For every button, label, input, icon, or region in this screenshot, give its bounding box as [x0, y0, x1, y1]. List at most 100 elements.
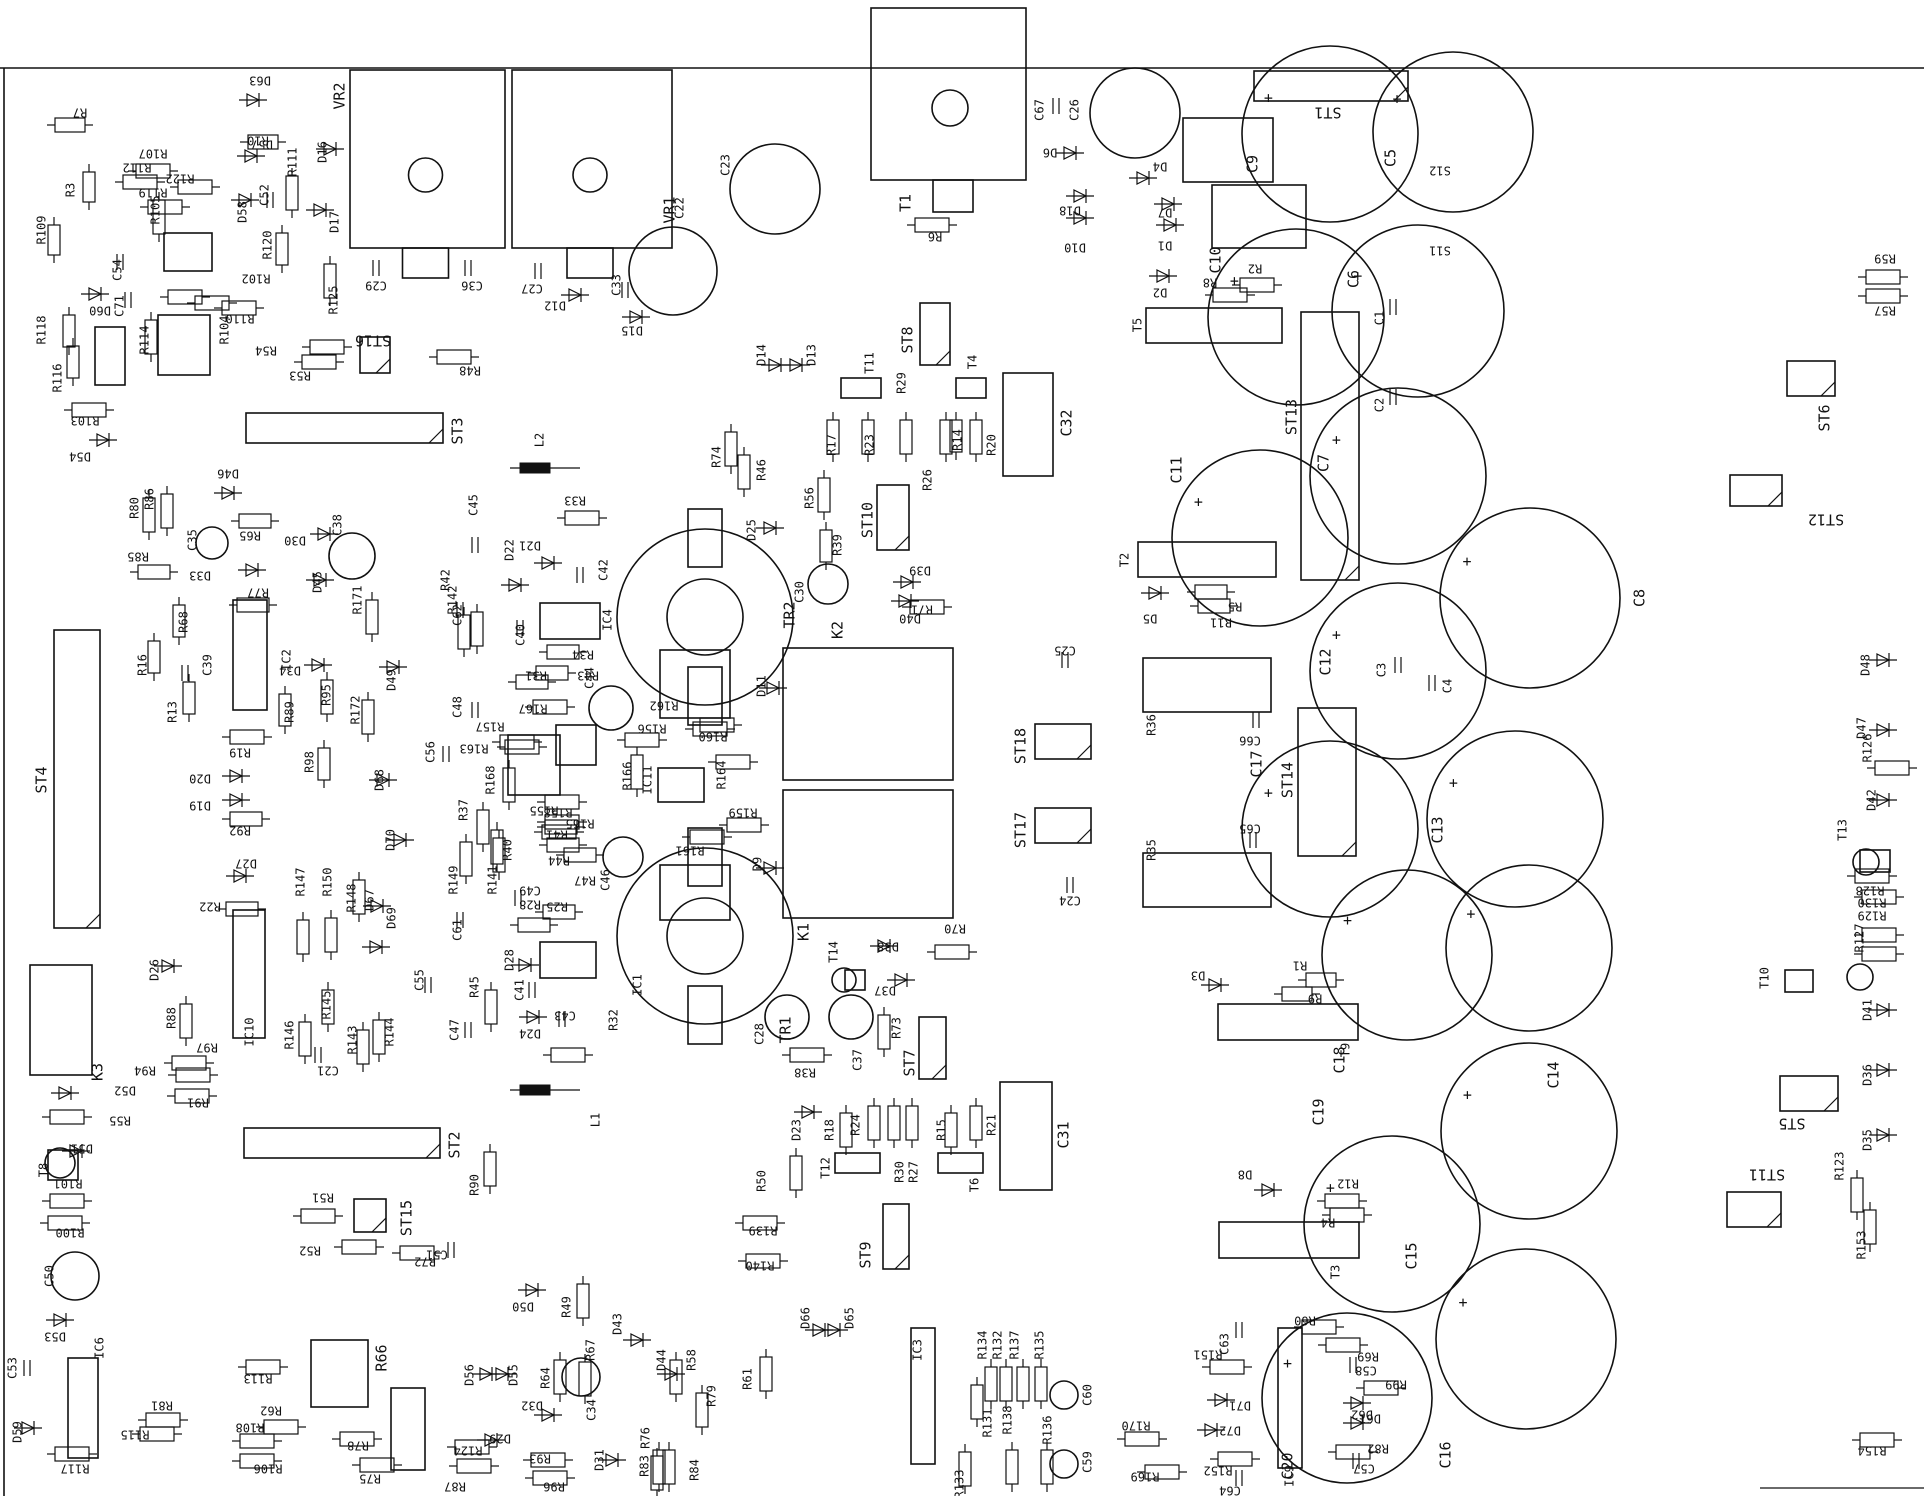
diode-d32: [534, 1408, 562, 1422]
label-t1: T1: [897, 194, 915, 212]
resistor-r161: [689, 829, 725, 845]
label-d23: D23: [790, 1119, 804, 1141]
resistor-r51: [300, 1208, 336, 1224]
label-r114: R114: [138, 326, 152, 355]
label-r7: R7: [73, 106, 87, 120]
label-r27: R27: [907, 1161, 921, 1183]
label-d4: D4: [1153, 160, 1167, 174]
label-d61: D61: [1359, 1412, 1381, 1426]
resistor-r108: [239, 1433, 275, 1449]
label-r16: R16: [136, 654, 150, 676]
label-r143: R143: [346, 1026, 360, 1055]
label-d45: D45: [311, 571, 325, 593]
label-r43: R43: [577, 669, 599, 683]
capacitor-c67: [1052, 98, 1060, 114]
label-r131: R131: [981, 1409, 995, 1438]
label-r113: R113: [244, 1372, 273, 1386]
polarity-plus: +: [1194, 493, 1203, 511]
label-r150: R150: [321, 868, 335, 897]
label-d46: D46: [217, 467, 239, 481]
label-r96: R96: [543, 1480, 565, 1494]
module-block: [163, 232, 213, 272]
polarity-plus: +: [1458, 1294, 1467, 1312]
label-r132: R132: [991, 1331, 1005, 1360]
label-r60: R60: [1294, 1314, 1316, 1328]
label-r119: R119: [139, 186, 168, 200]
label-c47: C47: [448, 1019, 462, 1041]
label-t11: T11: [863, 352, 877, 374]
label-r94: R94: [134, 1064, 156, 1078]
resistor-r170: [1124, 1431, 1160, 1447]
label-r128: R128: [1856, 884, 1885, 898]
connector-st7: [918, 1016, 947, 1080]
capacitor-c2: [1389, 389, 1397, 405]
resistor-r90: [483, 1151, 497, 1187]
label-st1: ST1: [1314, 104, 1341, 122]
resistor-r126: [1874, 760, 1910, 776]
label-d37: D37: [874, 984, 896, 998]
diode-d27: [226, 869, 254, 883]
diode-d33: [238, 563, 266, 577]
transformer-t5: [1145, 307, 1283, 344]
diode-d30: [310, 527, 338, 541]
label-r142: R142: [446, 586, 460, 615]
diode-d71: [1207, 1393, 1235, 1407]
resistor-r88: [179, 1003, 193, 1039]
label-ic4: IC4: [601, 609, 615, 631]
label-c33: C33: [610, 274, 624, 296]
resistor-r64: [553, 1359, 567, 1395]
resistor-r1: [1305, 972, 1337, 988]
diode-d4: [1129, 171, 1157, 185]
label-c6: C6: [1345, 270, 1363, 288]
label-r106: R106: [254, 1462, 283, 1476]
label-d72: D72: [1219, 1424, 1241, 1438]
label-k2: K2: [829, 621, 847, 639]
label-c7: C7: [1315, 454, 1333, 472]
diode-d56: [472, 1367, 500, 1381]
diode-d67: [363, 899, 391, 913]
resistor-r123: [1850, 1177, 1864, 1213]
label-c48: C48: [451, 696, 465, 718]
label-c23: C23: [719, 154, 733, 176]
label-d28: D28: [503, 949, 517, 971]
capacitor-c25: [1061, 652, 1069, 668]
diode-d36: [1869, 1063, 1897, 1077]
label-c5: C5: [1382, 149, 1400, 167]
diode-d1: [1156, 218, 1184, 232]
capacitor-c66: [1252, 712, 1260, 728]
label-r122: R122: [166, 172, 195, 186]
capacitor-c37: [828, 994, 874, 1040]
label-c10: C10: [1207, 246, 1225, 273]
label-c29: C29: [365, 279, 387, 293]
label-ic2: IC2: [280, 649, 294, 671]
capacitor-t10-circle: [1846, 963, 1874, 991]
resistor-r87: [456, 1458, 492, 1474]
label-c58: C58: [1355, 1364, 1377, 1378]
label-r126: R126: [1861, 734, 1875, 763]
resistor-r146: [298, 1021, 312, 1057]
label-r12: R12: [1337, 1177, 1359, 1191]
label-r85: R85: [127, 550, 149, 564]
label-r127: R127: [1853, 924, 1867, 953]
connector-st18: [1034, 723, 1092, 760]
label-d25: D25: [745, 519, 759, 541]
diode-d24: [519, 1010, 547, 1024]
label-r35: R35: [1145, 839, 1159, 861]
label-c43: C43: [554, 1009, 576, 1023]
capacitor-c43: [558, 1011, 566, 1027]
resistor-r24: [867, 1105, 881, 1141]
label-c49: C49: [519, 884, 541, 898]
label-r36: R36: [1145, 714, 1159, 736]
diode-d2: [1149, 269, 1177, 283]
label-r79: R79: [705, 1385, 719, 1407]
diode-d69: [362, 940, 390, 954]
label-ic1: IC1: [631, 974, 645, 996]
capacitor-t14-circle: [831, 967, 857, 993]
diode-d49: [379, 660, 407, 674]
capacitor-c12: +: [1309, 582, 1487, 760]
block-c31: [999, 1081, 1053, 1191]
block-s11-block: [1211, 184, 1307, 249]
polarity-plus: +: [1353, 267, 1362, 285]
label-r160: R160: [699, 730, 728, 744]
label-r91: R91: [187, 1096, 209, 1110]
